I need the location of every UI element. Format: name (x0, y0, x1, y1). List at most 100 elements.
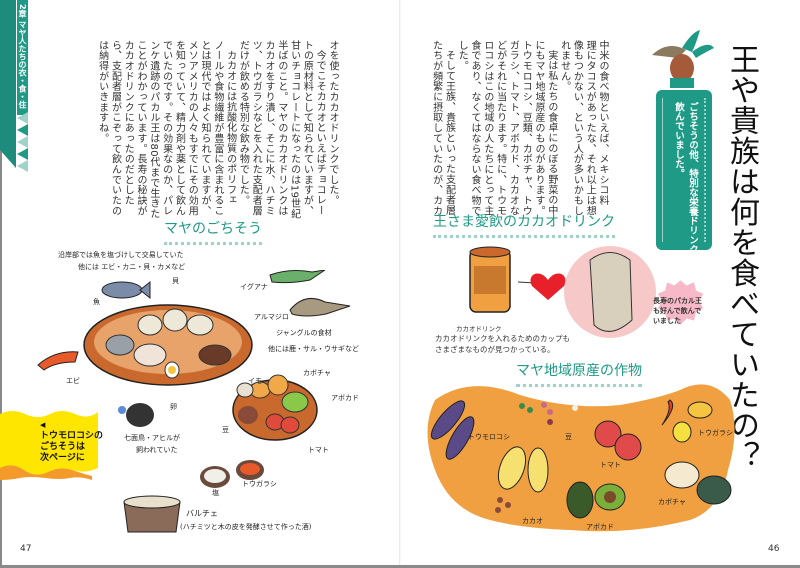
callout-line: ごちそうは (40, 442, 86, 452)
beans-illustration (519, 402, 578, 425)
crops-heading: マヤ地域原産の作物 (516, 360, 642, 387)
text-column: どがそれに当たります。特に、トウモ (494, 40, 506, 216)
heart-icon (530, 273, 566, 300)
crops-illustration (427, 384, 735, 532)
cacao-pod-illustration (495, 446, 549, 513)
page-edge (0, 0, 2, 566)
text-column: ガラシ、トマト、アボカド、カカオな (507, 40, 519, 216)
text-column: メソアメリカの人々もすでにその効用 (186, 40, 198, 216)
text-column: トウモロコシ、豆類、カボチャ、トウ (520, 40, 532, 216)
chili-illustration (661, 399, 713, 443)
cacao-caption-line: カカオドリンクを入れるためのカップも (435, 334, 570, 343)
corn-illustration (430, 400, 475, 460)
label-egg: 卵 (170, 403, 177, 411)
crop-label-corn: トウモロコシ (468, 433, 510, 441)
cacao-cup-illustration (469, 246, 511, 313)
crop-label-beans: 豆 (565, 433, 572, 441)
pakal-head-illustration (589, 252, 633, 332)
label-coast: 沿岸部では魚を塩づけして交易していた (58, 251, 184, 259)
text-column: を知っていて、精力剤や薬として飲ん (173, 40, 185, 216)
text-column: 甘いチョコレートになったのは19世紀 (288, 40, 300, 220)
text-column: ロコシはこの地域の人たちにとって主 (481, 40, 493, 216)
text-column: たちが頻繁に摂取していたのが、カカ (430, 40, 442, 216)
text-column: ノールや食物繊維が豊富に含まれるこ (211, 40, 223, 216)
text-column: そして王族、貴族といった支配者層 (443, 50, 455, 216)
squash-illustration (696, 475, 732, 505)
label-fish: 魚 (93, 298, 100, 306)
label-avocado: アボカド (331, 394, 359, 402)
text-column: 理にタコスがあったな、それ以上は想 (584, 40, 596, 216)
salt-dish (200, 466, 230, 488)
label-potato: イモ (248, 377, 262, 385)
text-column: 中米の食べ物といえば、メキシコ料 (597, 40, 608, 206)
label-turkey-note: 飼われていた (136, 446, 178, 454)
text-column: れません。 (558, 40, 570, 92)
crop-label-cacao: カカオ (522, 517, 543, 525)
lead-box: ごちそうの他、特別な栄養ドリンクを 飲んでいました。 (656, 90, 712, 264)
label-shell: 貝 (172, 277, 179, 285)
tomato-illustration (594, 420, 642, 461)
callout-line: 次ページに (40, 453, 85, 463)
label-armadillo: アルマジロ (254, 313, 289, 321)
crop-label-tomato: トマト (600, 461, 621, 469)
bubble-line: も好んで飲んで (653, 307, 702, 315)
next-page-callout[interactable]: ◀ トウモロコシの ごちそうは 次ページに (40, 420, 103, 464)
text-column: ら、支配者層がこぞって飲んでいたの (109, 40, 121, 216)
text-column: ことがわかっています。長寿の秘訣が (135, 40, 147, 216)
text-column: オを使ったカカオドリンクでした。 (327, 40, 338, 206)
maya-noble-illustration (652, 30, 714, 88)
crop-label-avocado: アボカド (586, 523, 614, 531)
arrow-left-icon: ◀ (40, 421, 46, 429)
text-column: 今でこそカカオといえばチョコレー (314, 50, 326, 216)
text-column: カカオには抗酸化物質のポリフェ (224, 50, 236, 206)
label-jungle: ジャングルの食材 (276, 329, 332, 337)
bubble-line: 長寿のパカル王 (653, 297, 702, 305)
seafood-platter (83, 304, 253, 386)
armadillo-illustration (289, 297, 351, 317)
vegetable-bowl (232, 374, 318, 441)
feast-heading: マヤのごちそう (164, 218, 262, 245)
label-shrimp: エビ (66, 377, 80, 385)
label-chili: トウガラシ (242, 480, 277, 488)
text-column: ツ、トウガラシなどを入れた支配者層 (250, 40, 262, 216)
label-pumpkin: カボチャ (303, 369, 331, 377)
cacao-heading: 王さま愛飲のカカオドリンク (433, 211, 615, 238)
text-column: カカオドリンクにあったのだとした (122, 40, 134, 206)
text-column: にもマヤ地域原産のものがあります。 (533, 40, 545, 216)
fish-illustration (101, 280, 151, 300)
page-number-left: 47 (20, 544, 32, 554)
page-number-right: 46 (768, 544, 780, 554)
text-column: とは現代ではよく知られていますが、 (199, 40, 211, 216)
page-bottom-edge (0, 565, 800, 568)
avocado-illustration (566, 481, 626, 519)
lead-line: ごちそうの他、特別な栄養ドリンクを (687, 102, 698, 264)
right-body-text: 中米の食べ物といえば、メキシコ料理にタコスがあったな、それ以上は想像もつかない、… (429, 40, 608, 216)
iguana-illustration (269, 270, 326, 284)
bubble-line: いました (653, 317, 681, 325)
text-column: でいたのです。その効果なのか、パレ (160, 40, 172, 216)
callout-background (0, 411, 98, 480)
label-coast-other: 他には エビ・カニ・貝・カメなど (78, 263, 186, 271)
balche-bowl (123, 495, 181, 533)
text-column: 実は私たちの食卓にのぼる野菜の中 (545, 50, 557, 216)
text-column: カカオをすり潰し、そこに水、ハチミ (263, 40, 275, 216)
crop-label-chili: トウガラシ (698, 429, 733, 437)
crop-label-pumpkin: カボチャ (658, 498, 686, 506)
feast-illustration (37, 270, 351, 533)
lead-line: 飲んでいました。 (673, 102, 684, 178)
label-tomato: トマト (308, 446, 329, 454)
text-column: 像もつかない、という人が多いかもし (571, 40, 583, 216)
cacao-illustration (469, 246, 704, 338)
turkey-illustration (118, 403, 154, 427)
label-beans: 豆 (222, 426, 229, 434)
text-column: 食であり、なくてはならない食べ物で (469, 40, 481, 216)
text-column: トの原材料として知られていますが、 (301, 40, 313, 216)
orange-blob (427, 384, 735, 532)
label-salt: 塩 (212, 489, 219, 497)
pumpkin-illustration (664, 461, 700, 489)
pakal-bubble-text: 長寿のパカル王 も好んで飲んで いました (653, 296, 702, 326)
chapter-tab-ribbon (0, 0, 28, 172)
label-balche: バルチェ (186, 509, 218, 518)
callout-line: トウモロコシの (40, 431, 104, 441)
label-turkey: 七面鳥・アヒルが (124, 434, 180, 442)
